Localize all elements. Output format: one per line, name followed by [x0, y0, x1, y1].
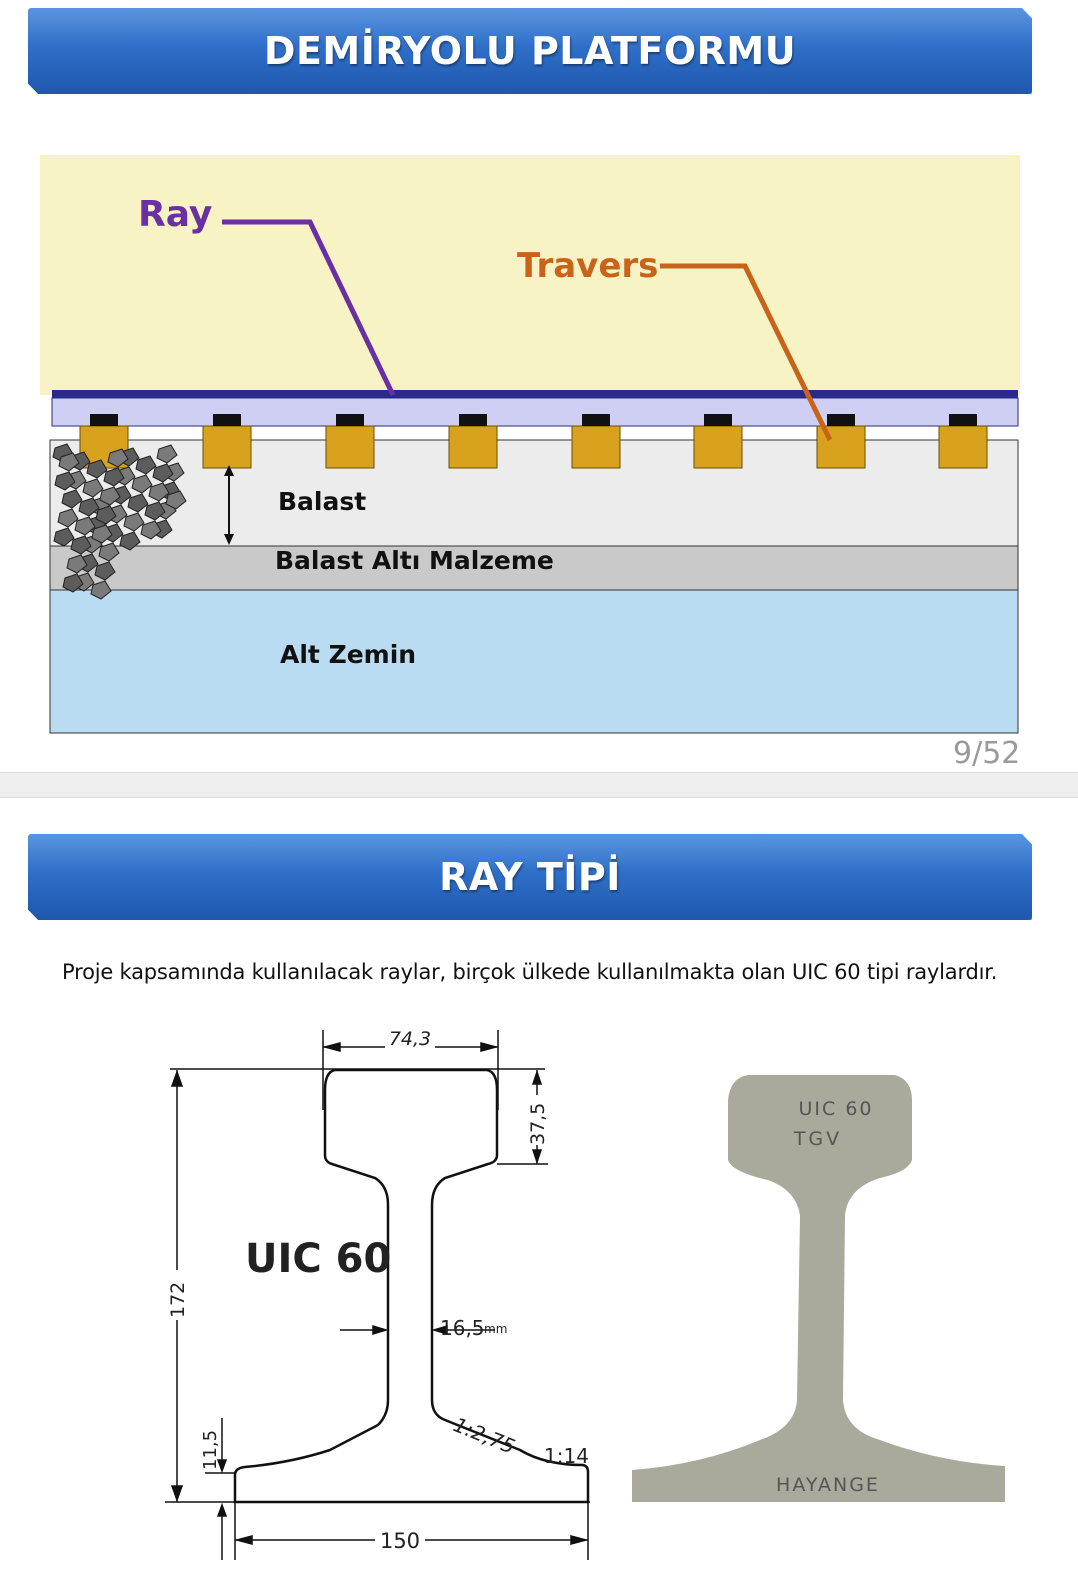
gravel-stone — [144, 501, 166, 521]
label-ray: Ray — [138, 194, 213, 235]
sleeper — [938, 425, 988, 469]
gravel-stone — [123, 512, 145, 532]
dim-height: 172 — [167, 1282, 189, 1318]
dim-foot-width: 150 — [380, 1529, 420, 1553]
gravel-stone — [156, 444, 178, 464]
gravel-stone — [82, 478, 104, 498]
gravel-stone — [103, 467, 125, 487]
slope-1: 1:2,75 — [450, 1412, 518, 1458]
photo-text-uic: UIC 60 — [799, 1098, 874, 1120]
gravel-stone — [98, 542, 120, 562]
sky-area — [40, 155, 1020, 395]
rail-fastener — [459, 414, 487, 426]
sub-ballast-layer — [49, 545, 1019, 591]
page-separator — [0, 772, 1078, 798]
subgrade-layer — [49, 589, 1019, 734]
dim-web: 16,5 — [440, 1316, 485, 1340]
slide-paragraph: Proje kapsamında kullanılacak raylar, bi… — [62, 960, 998, 984]
photo-text-tgv: TGV — [793, 1128, 842, 1150]
rail-fastener — [827, 414, 855, 426]
rail-top — [52, 390, 1018, 398]
rail-fastener — [582, 414, 610, 426]
gravel-stone — [61, 489, 83, 509]
slide-title: RAY TİPİ — [439, 855, 621, 899]
uic60-drawing: 74,3 37,5 172 11,5 UIC 60 16,5 mm 1:2,75… — [165, 1028, 1005, 1560]
gravel-stone — [74, 516, 96, 536]
travers-pointer — [660, 263, 833, 442]
gravel-stone — [152, 463, 174, 483]
gravel-stone — [91, 524, 113, 544]
sleeper — [571, 425, 621, 469]
rail-fastener — [336, 414, 364, 426]
rail-fastener — [704, 414, 732, 426]
gravel-stone — [54, 471, 76, 491]
rail-photo — [632, 1075, 1005, 1502]
rail-fastener — [949, 414, 977, 426]
sleeper — [693, 425, 743, 469]
gravel-stone — [140, 520, 162, 540]
railway-platform-diagram — [40, 155, 1020, 734]
gravel-stone — [90, 580, 112, 600]
gravel — [52, 443, 187, 600]
page-number: 9/52 — [953, 736, 1021, 771]
slope-2: 1:14 — [544, 1444, 589, 1468]
label-travers: Travers — [517, 246, 659, 286]
dim-foot-edge: 11,5 — [200, 1430, 221, 1470]
gravel-stone — [66, 554, 88, 574]
slide-title-banner: RAY TİPİ — [28, 834, 1032, 920]
gravel-stone — [86, 459, 108, 479]
gravel-stone — [78, 497, 100, 517]
slide-title: DEMİRYOLU PLATFORMU — [263, 29, 797, 73]
gravel-stone — [148, 482, 170, 502]
rail-band — [51, 397, 1019, 427]
gravel-stone — [53, 527, 75, 547]
ballast-layer — [49, 439, 1019, 547]
rail-type-label: UIC 60 — [245, 1236, 391, 1282]
gravel-stone — [94, 561, 116, 581]
dim-head-width: 74,3 — [389, 1028, 431, 1050]
label-alt-zemin: Alt Zemin — [280, 640, 417, 669]
gravel-stone — [95, 505, 117, 525]
gravel-stone — [99, 486, 121, 506]
gravel-stone — [70, 535, 92, 555]
gravel-stone — [131, 474, 153, 494]
sleeper — [325, 425, 375, 469]
gravel-stone — [57, 508, 79, 528]
sleepers — [79, 414, 988, 469]
dim-head-height: 37,5 — [527, 1103, 549, 1145]
gravel-stone — [119, 531, 141, 551]
gravel-stone — [127, 493, 149, 513]
sleeper — [448, 425, 498, 469]
slide-title-banner: DEMİRYOLU PLATFORMU — [28, 8, 1032, 94]
photo-text-hayange: HAYANGE — [776, 1474, 880, 1496]
gravel-stone — [107, 448, 129, 468]
sleeper — [202, 425, 252, 469]
rail-fastener — [213, 414, 241, 426]
label-balast: Balast — [278, 487, 367, 516]
gravel-stone — [165, 490, 187, 510]
gravel-stone — [62, 573, 84, 593]
rail-fastener — [90, 414, 118, 426]
label-balast-alti: Balast Altı Malzeme — [275, 546, 554, 575]
gravel-stone — [135, 455, 157, 475]
dim-web-unit: mm — [484, 1322, 507, 1336]
gravel-stone — [58, 452, 80, 472]
ray-pointer — [222, 219, 396, 397]
